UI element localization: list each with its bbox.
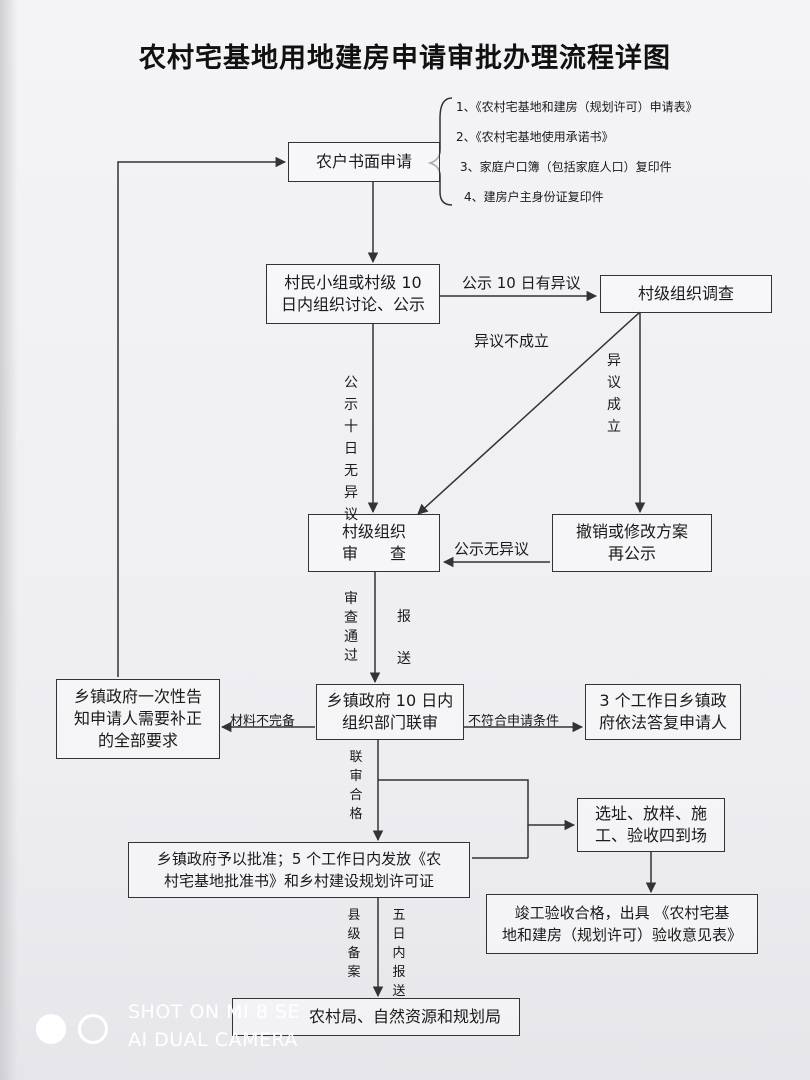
box-revoke: 撤销或修改方案 再公示 — [552, 514, 712, 572]
box-apply-text: 农户书面申请 — [315, 152, 412, 171]
label-no-objection-horizontal: 公示无异议 — [454, 540, 530, 558]
label-submit: 报送 — [397, 609, 411, 667]
label-review-passed: 审查通过 — [344, 591, 358, 664]
box-village-discuss-line1: 村民小组或村级 10 — [284, 273, 422, 292]
watermark-dot-outline — [78, 1014, 108, 1044]
label-objection-valid: 异议成立 — [607, 353, 621, 435]
box-town-joint-review-line2: 组织部门联审 — [341, 713, 438, 732]
box-reply-applicant: 3 个工作日乡镇政 府依法答复申请人 — [585, 684, 741, 740]
box-town-joint-review: 乡镇政府 10 日内 组织部门联审 — [316, 684, 464, 740]
box-town-approve: 乡镇政府予以批准；5 个工作日内发放《农 村宅基地批准书》和乡村建设规划许可证 — [128, 842, 470, 898]
watermark-line1: SHOT ON MI 8 SE — [128, 1001, 300, 1023]
box-acceptance-line1: 竣工验收合格，出具 《农村宅基 — [514, 904, 730, 922]
box-village-discuss-line2: 日内组织讨论、公示 — [280, 295, 425, 314]
box-town-joint-review-line1: 乡镇政府 10 日内 — [326, 691, 454, 710]
label-objection-10days: 公示 10 日有异议 — [462, 274, 581, 292]
box-apply: 农户书面申请 — [288, 142, 440, 182]
arrow-notify-back-to-apply — [117, 156, 287, 677]
box-county-record: 农村局、自然资源和规划局 — [232, 998, 520, 1036]
box-onsite-line2: 工、验收四到场 — [594, 826, 707, 845]
arrow-investigate-to-review — [417, 311, 641, 515]
box-notify-line2: 知申请人需要补正 — [73, 709, 202, 728]
box-revoke-line2: 再公示 — [607, 544, 656, 563]
box-village-review-line2: 审 查 — [341, 544, 406, 563]
box-approve-line2: 村宅基地批准书》和乡村建设规划许可证 — [163, 872, 434, 890]
box-approve-line1: 乡镇政府予以批准；5 个工作日内发放《农 — [156, 850, 442, 868]
box-completion-acceptance: 竣工验收合格，出具 《农村宅基 地和建房（规划许可）验收意见表》 — [486, 894, 758, 954]
document-item-3: 3、家庭户口簿（包括家庭人口）复印件 — [460, 160, 672, 174]
arrow-branch-to-onsite — [378, 779, 576, 831]
box-county-text: 农村局、自然资源和规划局 — [308, 1007, 501, 1026]
box-revoke-line1: 撤销或修改方案 — [575, 522, 688, 541]
box-village-review-line1: 村级组织 — [341, 522, 406, 541]
paper-edge-shadow — [0, 0, 18, 1080]
box-notify-line3: 的全部要求 — [97, 731, 178, 750]
box-investigate: 村级组织调查 — [600, 275, 772, 313]
label-not-qualified: 不符合申请条件 — [468, 714, 560, 729]
label-objection-invalid: 异议不成立 — [474, 332, 550, 350]
watermark-dot-filled — [36, 1014, 66, 1044]
watermark-line2: AI DUAL CAMERA — [128, 1029, 298, 1051]
document-item-4: 4、建房户主身份证复印件 — [464, 190, 604, 204]
label-no-objection-vertical: 公示十日无异议 — [344, 375, 358, 523]
label-county-record: 县级备案 — [347, 908, 361, 980]
box-notify-applicant: 乡镇政府一次性告 知申请人需要补正 的全部要求 — [56, 679, 220, 759]
document-item-2: 2、《农村宅基地使用承诺书》 — [456, 130, 614, 144]
box-onsite-line1: 选址、放样、施 — [594, 804, 707, 823]
box-investigate-text: 村级组织调查 — [637, 284, 734, 303]
box-reply-line1: 3 个工作日乡镇政 — [599, 691, 727, 710]
box-village-discuss: 村民小组或村级 10 日内组织讨论、公示 — [266, 264, 440, 324]
box-reply-line2: 府依法答复申请人 — [598, 713, 727, 732]
camera-watermark: SHOT ON MI 8 SE AI DUAL CAMERA — [32, 998, 300, 1054]
label-joint-passed: 联审合格 — [349, 750, 363, 822]
box-acceptance-line2: 地和建房（规划许可）验收意见表》 — [501, 926, 742, 944]
document-item-1: 1、《农村宅基地和建房（规划许可）申请表》 — [456, 100, 698, 114]
page-title: 农村宅基地用地建房申请审批办理流程详图 — [139, 43, 671, 74]
label-five-days: 五日内报送 — [392, 908, 406, 999]
box-village-review: 村级组织 审 查 — [308, 514, 440, 572]
label-incomplete: 材料不完备 — [230, 714, 296, 729]
box-onsite-four: 选址、放样、施 工、验收四到场 — [577, 798, 725, 852]
box-notify-line1: 乡镇政府一次性告 — [73, 687, 202, 706]
